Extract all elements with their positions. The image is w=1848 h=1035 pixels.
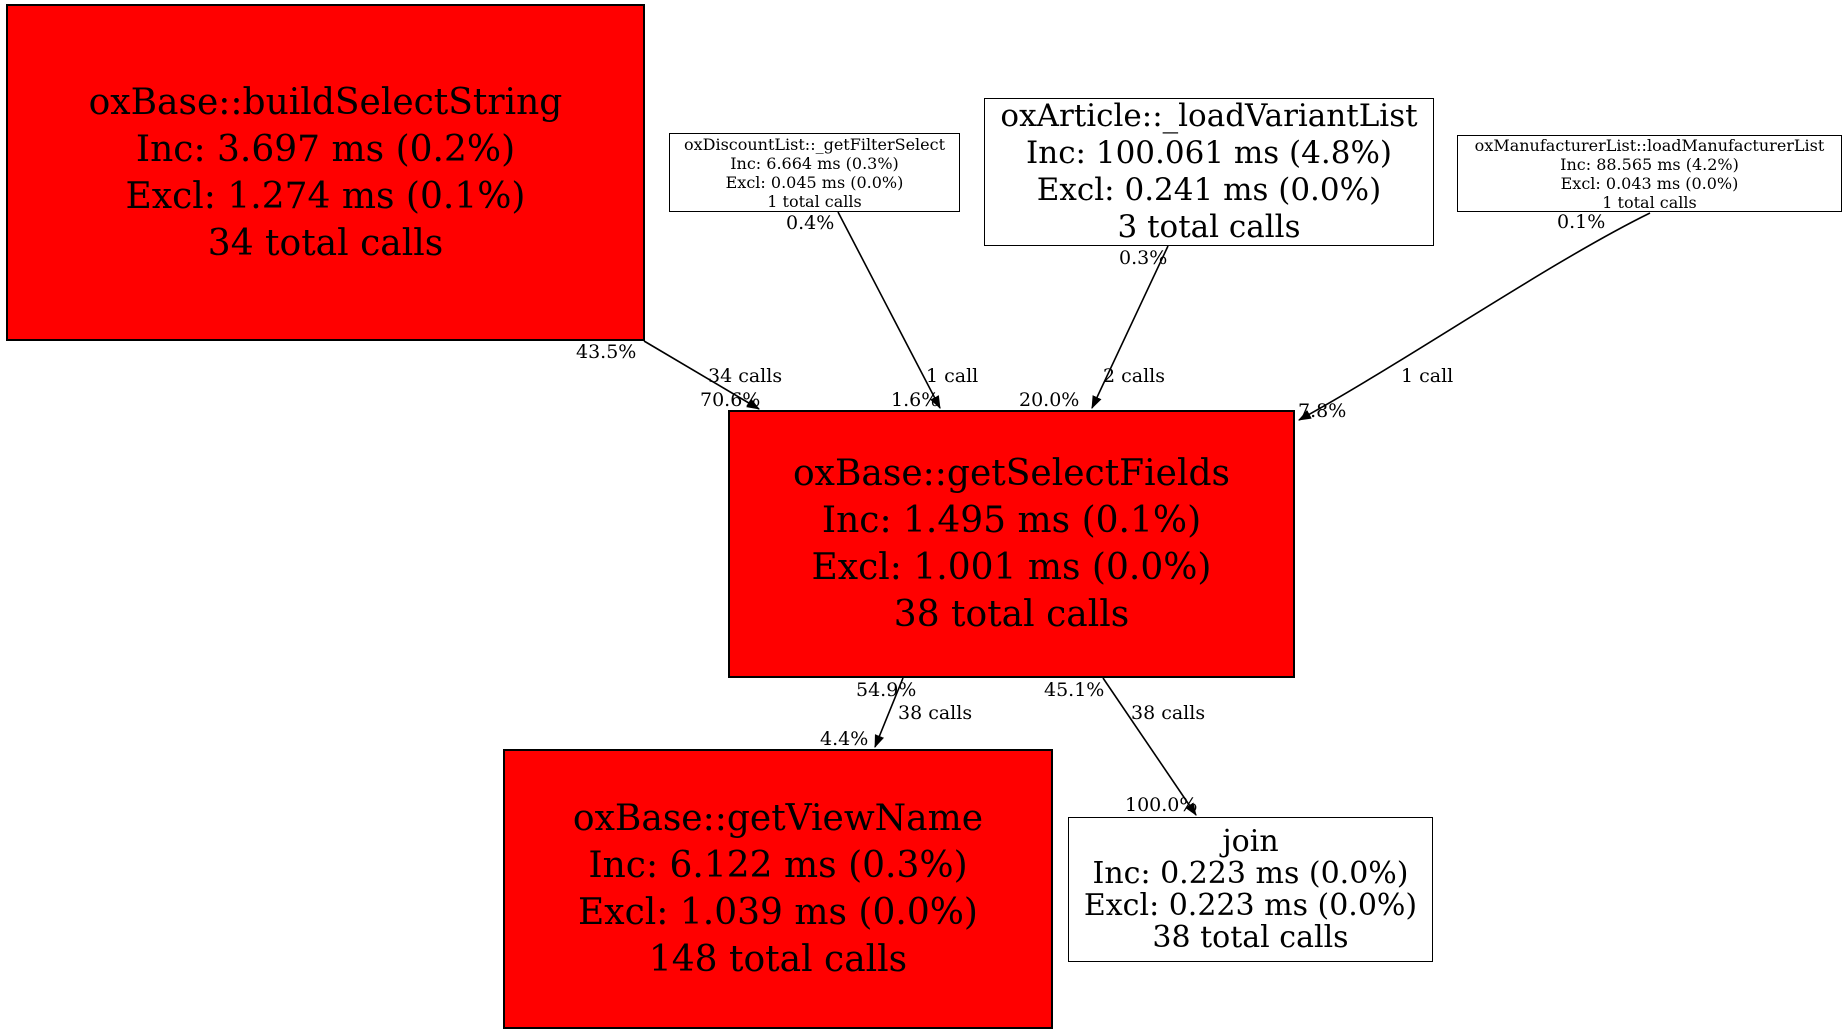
node-inclusive-time: Inc: 88.565 ms (4.2%) — [1560, 154, 1739, 174]
edge-loadvariantlist-target-percent: 20.0% — [1019, 389, 1080, 411]
edge-buildselectstring-target-percent: 70.6% — [700, 389, 761, 411]
node-total-calls: 148 total calls — [648, 939, 908, 980]
node-total-calls: 38 total calls — [1152, 919, 1349, 955]
node-total-calls: 1 total calls — [1602, 192, 1697, 212]
node-title: oxBase::getSelectFields — [793, 453, 1230, 494]
edge-join-source-percent: 45.1% — [1044, 679, 1105, 701]
node-exclusive-time: Excl: 0.043 ms (0.0%) — [1560, 173, 1739, 193]
edge-loadvariantlist-source-percent: 0.3% — [1119, 247, 1168, 269]
node-join: join Inc: 0.223 ms (0.0%) Excl: 0.223 ms… — [1068, 817, 1433, 962]
node-inclusive-time: Inc: 6.664 ms (0.3%) — [730, 153, 899, 173]
edge-getviewname-calls-label: 38 calls — [898, 702, 973, 724]
edge-buildselectstring-calls-label: 34 calls — [708, 365, 783, 387]
node-inclusive-time: Inc: 3.697 ms (0.2%) — [135, 128, 516, 170]
node-inclusive-time: Inc: 1.495 ms (0.1%) — [821, 500, 1202, 541]
edge-getviewname-target-percent: 4.4% — [820, 728, 869, 750]
node-oxdiscountlist-getfilterselect: oxDiscountList::_getFilterSelect Inc: 6.… — [669, 133, 960, 212]
node-oxarticle-loadvariantlist: oxArticle::_loadVariantList Inc: 100.061… — [984, 98, 1434, 246]
edge-buildselectstring-source-percent: 43.5% — [576, 341, 637, 363]
node-title: oxArticle::_loadVariantList — [1000, 98, 1418, 134]
node-total-calls: 34 total calls — [207, 222, 444, 264]
node-oxmanufacturerlist-loadmanufacturerlist: oxManufacturerList::loadManufacturerList… — [1457, 135, 1842, 212]
node-title: oxBase::getViewName — [572, 798, 984, 839]
edge-loadvariantlist-calls-label: 2 calls — [1103, 365, 1166, 387]
node-oxbase-getviewname: oxBase::getViewName Inc: 6.122 ms (0.3%)… — [503, 749, 1053, 1029]
node-oxbase-getselectfields: oxBase::getSelectFields Inc: 1.495 ms (0… — [728, 410, 1295, 678]
node-exclusive-time: Excl: 1.001 ms (0.0%) — [811, 547, 1212, 588]
node-exclusive-time: Excl: 0.223 ms (0.0%) — [1083, 887, 1418, 923]
node-title: oxManufacturerList::loadManufacturerList — [1474, 135, 1825, 155]
node-exclusive-time: Excl: 1.039 ms (0.0%) — [578, 892, 978, 933]
edge-getfilterselect-source-percent: 0.4% — [786, 212, 835, 234]
edge-loadmanufacturerlist-source-percent: 0.1% — [1557, 211, 1606, 233]
node-title: join — [1222, 823, 1279, 859]
edge-join-target-percent: 100.0% — [1125, 794, 1198, 816]
node-total-calls: 1 total calls — [767, 191, 862, 211]
edge-getfilterselect-to-getselectfields — [837, 211, 941, 409]
node-inclusive-time: Inc: 6.122 ms (0.3%) — [588, 845, 968, 886]
edge-getviewname-source-percent: 54.9% — [856, 679, 917, 701]
node-total-calls: 38 total calls — [893, 594, 1130, 635]
node-oxbase-buildselectstring: oxBase::buildSelectString Inc: 3.697 ms … — [6, 4, 645, 341]
edge-getfilterselect-calls-label: 1 call — [926, 365, 979, 387]
edge-getfilterselect-target-percent: 1.6% — [891, 389, 940, 411]
node-title: oxDiscountList::_getFilterSelect — [683, 134, 946, 154]
node-exclusive-time: Excl: 0.045 ms (0.0%) — [725, 172, 904, 192]
edge-loadmanufacturerlist-target-percent: 7.8% — [1298, 400, 1347, 422]
edge-join-calls-label: 38 calls — [1131, 702, 1206, 724]
edge-loadmanufacturerlist-calls-label: 1 call — [1401, 365, 1454, 387]
node-exclusive-time: Excl: 0.241 ms (0.0%) — [1036, 172, 1382, 208]
node-title: oxBase::buildSelectString — [88, 81, 563, 123]
node-inclusive-time: Inc: 100.061 ms (4.8%) — [1025, 135, 1393, 171]
node-total-calls: 3 total calls — [1117, 209, 1301, 245]
node-exclusive-time: Excl: 1.274 ms (0.1%) — [125, 175, 526, 217]
node-inclusive-time: Inc: 0.223 ms (0.0%) — [1092, 855, 1409, 891]
